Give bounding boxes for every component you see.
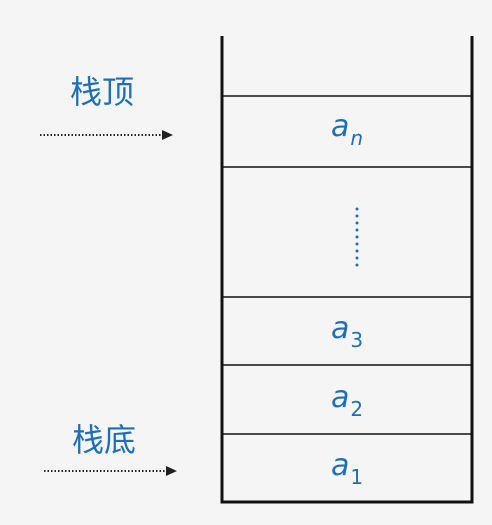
element-var: a [330, 448, 350, 483]
element-an: an [222, 109, 472, 149]
element-var: a [330, 311, 350, 346]
stack-bottom-label: 栈底 [72, 421, 137, 459]
element-a1: a1 [222, 448, 472, 488]
element-var: a [330, 380, 350, 415]
vertical-ellipsis [355, 207, 359, 267]
element-sub: n [350, 126, 364, 150]
stack-top-label: 栈顶 [70, 73, 135, 111]
element-sub: 3 [350, 328, 364, 352]
element-sub: 2 [350, 397, 364, 421]
element-a3: a3 [222, 311, 472, 351]
bottom-pointer-arrow-icon [44, 466, 177, 476]
element-var: a [330, 109, 350, 144]
element-sub: 1 [350, 465, 364, 489]
element-a2: a2 [222, 380, 472, 420]
top-pointer-arrow-icon [40, 130, 173, 140]
